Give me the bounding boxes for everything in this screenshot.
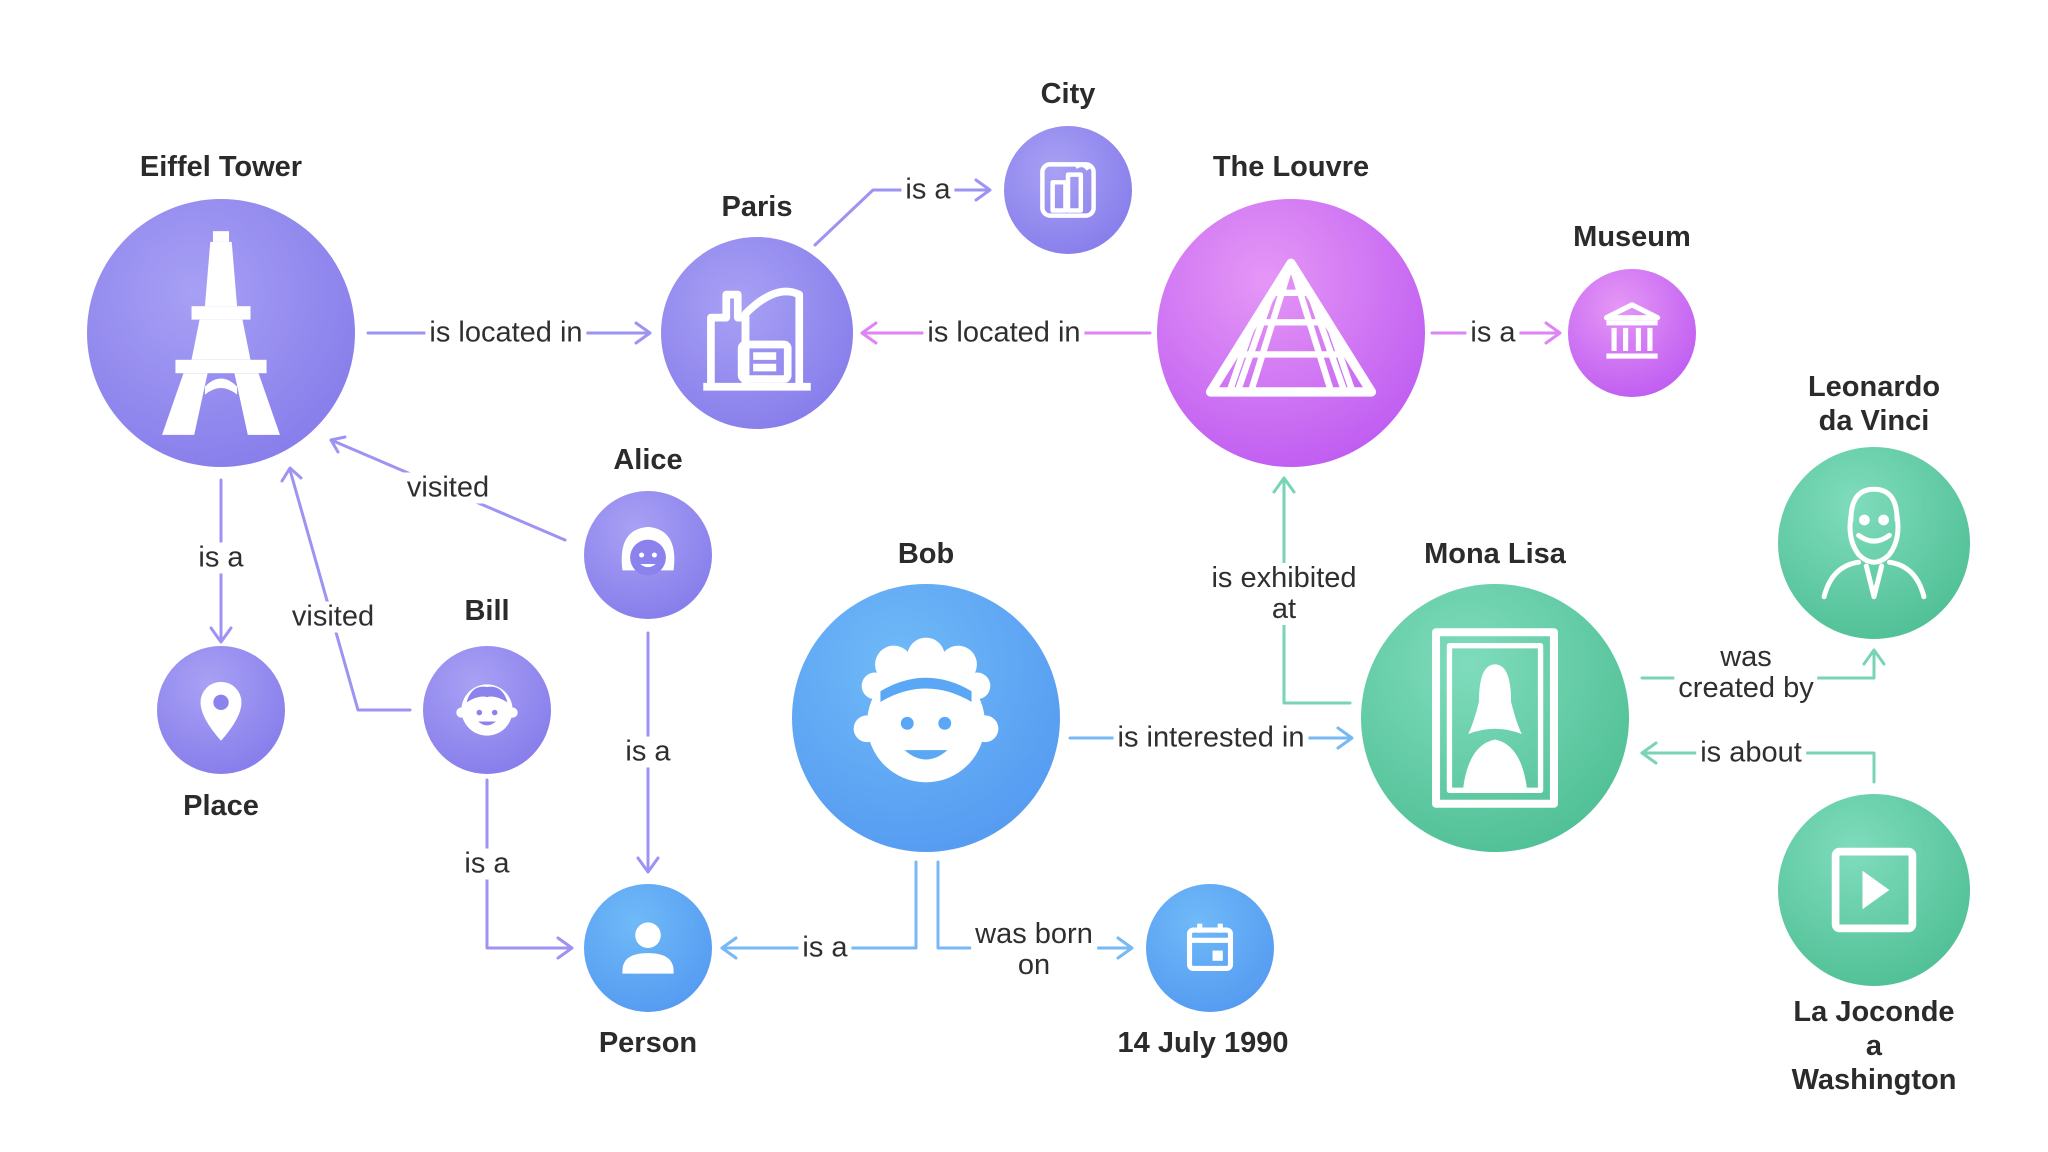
edge-label-mona-created-by: was created by	[1674, 642, 1818, 704]
man-face-icon	[853, 637, 999, 783]
painting-icon	[1432, 628, 1558, 808]
node-city[interactable]	[1004, 126, 1132, 254]
node-title-eiffel-tower: Eiffel Tower	[139, 151, 303, 183]
edge-label-bob-born-on: was born on	[971, 919, 1097, 981]
edge-label-bill-is-a: is a	[460, 848, 514, 880]
node-title-person: Person	[598, 1027, 698, 1059]
edge-bill-eiffel	[280, 466, 412, 712]
node-title-la-joconde: La Joconde a Washington	[1791, 996, 1957, 1096]
node-bob[interactable]	[792, 584, 1060, 852]
edge-label-bob-is-a: is a	[798, 932, 852, 964]
edge-bill-person	[485, 778, 574, 960]
eiffel-tower-icon	[162, 231, 280, 435]
node-title-museum: Museum	[1573, 221, 1691, 253]
node-title-alice: Alice	[613, 444, 683, 476]
boy-face-icon	[456, 684, 518, 736]
edge-label-louvre-is-a: is a	[1466, 317, 1520, 349]
edge-bob-person	[720, 860, 918, 960]
bearded-man-icon	[1821, 486, 1927, 600]
woman-face-icon	[621, 526, 675, 576]
node-title-leonardo: Leonardo da Vinci	[1807, 371, 1941, 437]
edge-label-mona-exhibited-at: is exhibited at	[1207, 563, 1361, 625]
edge-mona-louvre	[1272, 476, 1352, 705]
node-louvre[interactable]	[1157, 199, 1425, 467]
video-play-icon	[1831, 847, 1917, 933]
node-title-louvre: The Louvre	[1212, 151, 1370, 183]
node-title-paris: Paris	[721, 191, 793, 223]
node-bill[interactable]	[423, 646, 551, 774]
node-person[interactable]	[584, 884, 712, 1012]
node-title-place: Place	[183, 790, 259, 822]
edge-label-alice-is-a: is a	[621, 736, 675, 768]
node-la-joconde[interactable]	[1778, 794, 1970, 986]
pyramid-icon	[1205, 258, 1377, 397]
node-title-mona-lisa: Mona Lisa	[1424, 538, 1566, 570]
node-alice[interactable]	[584, 491, 712, 619]
node-leonardo[interactable]	[1778, 447, 1970, 639]
edge-label-bob-interested-in: is interested in	[1113, 722, 1309, 754]
edge-label-eiffel-located-in: is located in	[425, 317, 587, 349]
node-title-bob: Bob	[897, 538, 955, 570]
edge-label-paris-is-a: is a	[901, 174, 955, 206]
node-place[interactable]	[157, 646, 285, 774]
node-paris[interactable]	[661, 237, 853, 429]
node-date[interactable]	[1146, 884, 1274, 1012]
edge-label-bill-visited: visited	[287, 601, 379, 633]
city-map-icon	[1040, 162, 1096, 218]
museum-icon	[1603, 302, 1661, 359]
node-eiffel-tower[interactable]	[87, 199, 355, 467]
calendar-icon	[1186, 923, 1234, 972]
node-title-city: City	[1040, 78, 1096, 110]
node-museum[interactable]	[1568, 269, 1696, 397]
edge-label-louvre-located-in: is located in	[923, 317, 1085, 349]
edge-label-joconde-is-about: is about	[1696, 737, 1806, 769]
edge-label-eiffel-is-a: is a	[194, 542, 248, 574]
node-mona-lisa[interactable]	[1361, 584, 1629, 852]
edge-label-alice-visited: visited	[402, 472, 494, 504]
city-buildings-icon	[703, 287, 811, 391]
node-title-bill: Bill	[464, 595, 510, 627]
person-icon	[622, 922, 674, 974]
node-title-date: 14 July 1990	[1117, 1027, 1289, 1059]
location-pin-icon	[200, 681, 242, 741]
